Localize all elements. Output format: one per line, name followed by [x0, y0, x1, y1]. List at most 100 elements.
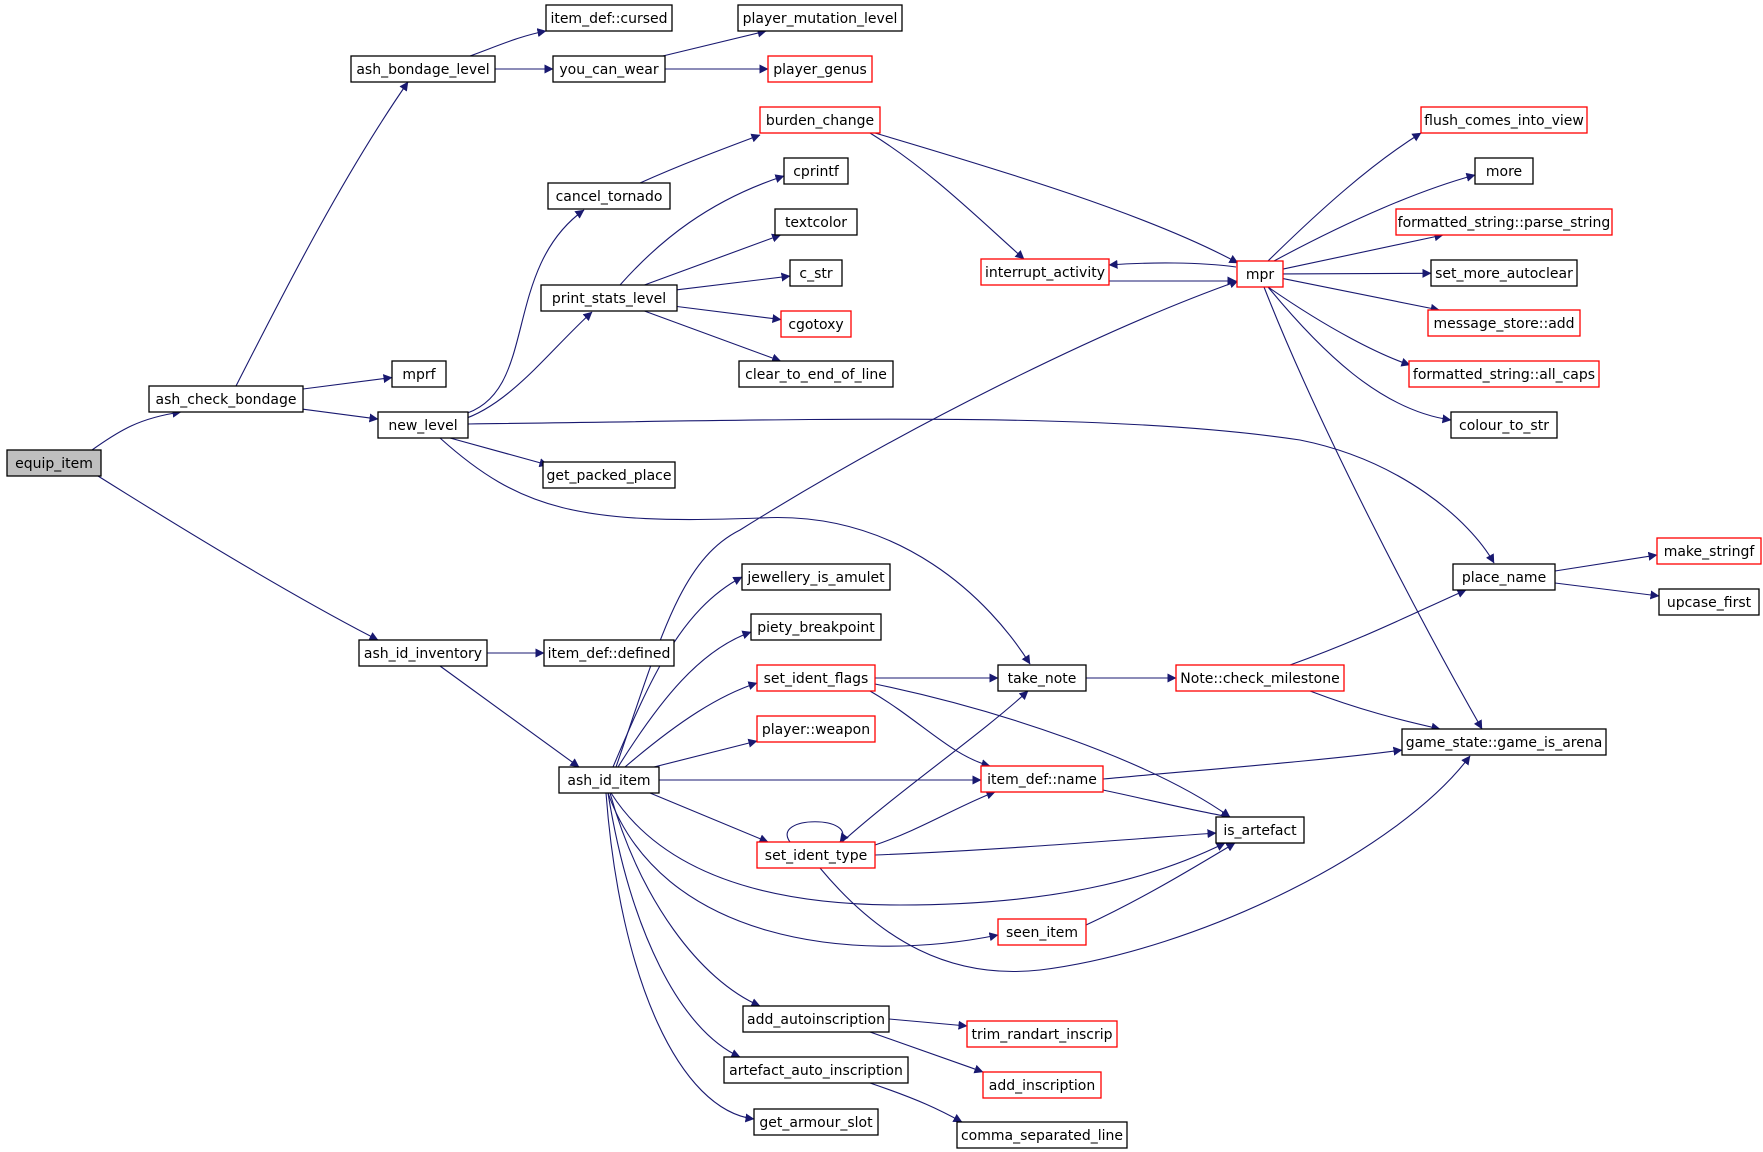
node-place-name[interactable]: place_name	[1452, 563, 1556, 591]
edge-arrow	[644, 310, 782, 363]
edge-arrow	[1282, 268, 1432, 278]
node-you-can-wear[interactable]: you_can_wear	[552, 55, 666, 83]
node-box	[966, 1020, 1118, 1048]
node-box	[753, 1108, 879, 1136]
node-all-caps[interactable]: formatted_string::all_caps	[1408, 360, 1600, 388]
node-cgotoxy[interactable]: cgotoxy	[780, 310, 852, 338]
node-ash-check-bondage[interactable]: ash_check_bondage	[148, 385, 304, 413]
edge-arrow	[841, 690, 1029, 843]
node-more[interactable]: more	[1474, 157, 1534, 185]
node-parse-string[interactable]: formatted_string::parse_string	[1395, 208, 1613, 236]
node-colour-to-str[interactable]: colour_to_str	[1450, 411, 1558, 439]
node-box	[783, 157, 849, 185]
node-c-str[interactable]: c_str	[789, 259, 843, 287]
node-label: jewellery_is_amulet	[746, 570, 885, 586]
edge-arrow	[1267, 286, 1452, 424]
node-ash-id-inventory[interactable]: ash_id_inventory	[358, 639, 488, 667]
node-print-stats-level[interactable]: print_stats_level	[540, 284, 678, 312]
node-get-armour-slot[interactable]: get_armour_slot	[753, 1108, 879, 1136]
node-box	[741, 563, 891, 591]
node-label: burden_change	[766, 113, 874, 129]
edge-arrow	[1309, 690, 1441, 732]
node-equip-item[interactable]: equip_item	[6, 449, 102, 477]
node-box	[997, 918, 1087, 946]
node-comma-separated-line[interactable]: comma_separated_line	[956, 1121, 1128, 1149]
edge-equip_item-to-ash_id_inventory	[97, 475, 379, 641]
edge-ash_id_item-to-artefact_auto_inscription	[607, 792, 741, 1058]
node-message-store-add[interactable]: message_store::add	[1427, 309, 1581, 337]
node-set-ident-type[interactable]: set_ident_type	[756, 841, 876, 869]
node-label: ash_id_inventory	[364, 646, 482, 662]
node-add-autoinscription[interactable]: add_autoinscription	[742, 1005, 890, 1033]
node-label: cprintf	[793, 164, 840, 180]
node-player-weapon[interactable]: player::weapon	[756, 715, 876, 743]
node-clear-to-end-of-line[interactable]: clear_to_end_of_line	[738, 360, 894, 388]
edge-ash_check_bondage-to-mprf	[302, 374, 393, 390]
node-box	[980, 258, 1110, 286]
node-add-inscription[interactable]: add_inscription	[982, 1071, 1102, 1099]
node-box	[756, 841, 876, 869]
node-mprf[interactable]: mprf	[391, 360, 447, 388]
node-item-def-defined[interactable]: item_def::defined	[543, 639, 675, 667]
node-player-genus[interactable]: player_genus	[767, 55, 873, 83]
node-label: set_more_autoclear	[1435, 266, 1573, 282]
node-mpr[interactable]: mpr	[1236, 260, 1284, 288]
node-make-stringf[interactable]: make_stringf	[1656, 537, 1762, 565]
edge-set_ident_flags-to-item_def_name	[869, 690, 991, 769]
node-trim-randart-inscrip[interactable]: trim_randart_inscrip	[966, 1020, 1118, 1048]
edge-ash_id_item-to-piety_breakpoint	[617, 630, 752, 768]
node-cprintf[interactable]: cprintf	[783, 157, 849, 185]
edge-arrow	[624, 681, 758, 768]
edge-arrow	[869, 1031, 984, 1074]
edge-new_level-to-print_stats_level	[460, 311, 593, 421]
node-box	[956, 1121, 1128, 1149]
node-label: cgotoxy	[788, 317, 843, 333]
edge-set_ident_type-to-set_ident_type	[786, 821, 849, 843]
edge-arrow	[302, 408, 379, 423]
node-take-note[interactable]: take_note	[997, 664, 1087, 692]
node-player-mutation-level[interactable]: player_mutation_level	[737, 4, 903, 32]
node-upcase-first[interactable]: upcase_first	[1658, 588, 1760, 616]
edge-arrow	[1108, 259, 1237, 269]
node-ash-id-item[interactable]: ash_id_item	[558, 766, 660, 794]
edge-print_stats_level-to-clear_to_end_of_line	[644, 310, 782, 363]
node-flush-comes-into-view[interactable]: flush_comes_into_view	[1420, 106, 1588, 134]
edge-arrow	[609, 792, 761, 1007]
node-label: set_ident_type	[765, 848, 867, 864]
node-new-level[interactable]: new_level	[377, 411, 469, 439]
node-is-artefact[interactable]: is_artefact	[1215, 816, 1305, 844]
node-label: item_def::defined	[548, 646, 671, 662]
node-label: equip_item	[15, 456, 93, 472]
node-set-more-autoclear[interactable]: set_more_autoclear	[1430, 259, 1578, 287]
edge-you_can_wear-to-player_mutation_level	[662, 28, 767, 57]
node-label: colour_to_str	[1459, 418, 1549, 434]
edge-mpr-to-game_is_arena	[1263, 286, 1483, 730]
edge-mpr-to-parse_string	[1282, 232, 1444, 270]
edge-arrow	[469, 28, 547, 57]
node-item-def-name[interactable]: item_def::name	[980, 765, 1104, 793]
node-artefact-auto-inscription[interactable]: artefact_auto_inscription	[723, 1056, 909, 1084]
node-game-is-arena[interactable]: game_state::game_is_arena	[1401, 728, 1607, 756]
node-interrupt-activity[interactable]: interrupt_activity	[980, 258, 1110, 286]
node-jewellery-is-amulet[interactable]: jewellery_is_amulet	[741, 563, 891, 591]
node-label: ash_check_bondage	[155, 392, 296, 408]
node-ash-bondage-level[interactable]: ash_bondage_level	[350, 55, 496, 83]
edge-mpr-to-interrupt_activity	[1108, 259, 1237, 269]
node-box	[759, 106, 881, 134]
node-get-packed-place[interactable]: get_packed_place	[542, 461, 676, 489]
node-item-def-cursed[interactable]: item_def::cursed	[545, 4, 673, 32]
node-label: seen_item	[1006, 925, 1078, 941]
edge-arrow	[874, 829, 1217, 856]
edge-arrow	[617, 630, 752, 768]
edge-arrow	[676, 272, 791, 291]
node-textcolor[interactable]: textcolor	[774, 208, 858, 236]
edge-ash_check_bondage-to-new_level	[302, 408, 379, 423]
node-label: formatted_string::parse_string	[1398, 215, 1611, 231]
node-burden-change[interactable]: burden_change	[759, 106, 881, 134]
node-check-milestone[interactable]: Note::check_milestone	[1175, 664, 1345, 692]
node-piety-breakpoint[interactable]: piety_breakpoint	[750, 613, 882, 641]
node-set-ident-flags[interactable]: set_ident_flags	[756, 664, 876, 692]
node-seen-item[interactable]: seen_item	[997, 918, 1087, 946]
node-label: take_note	[1008, 671, 1077, 687]
node-cancel-tornado[interactable]: cancel_tornado	[547, 182, 671, 210]
